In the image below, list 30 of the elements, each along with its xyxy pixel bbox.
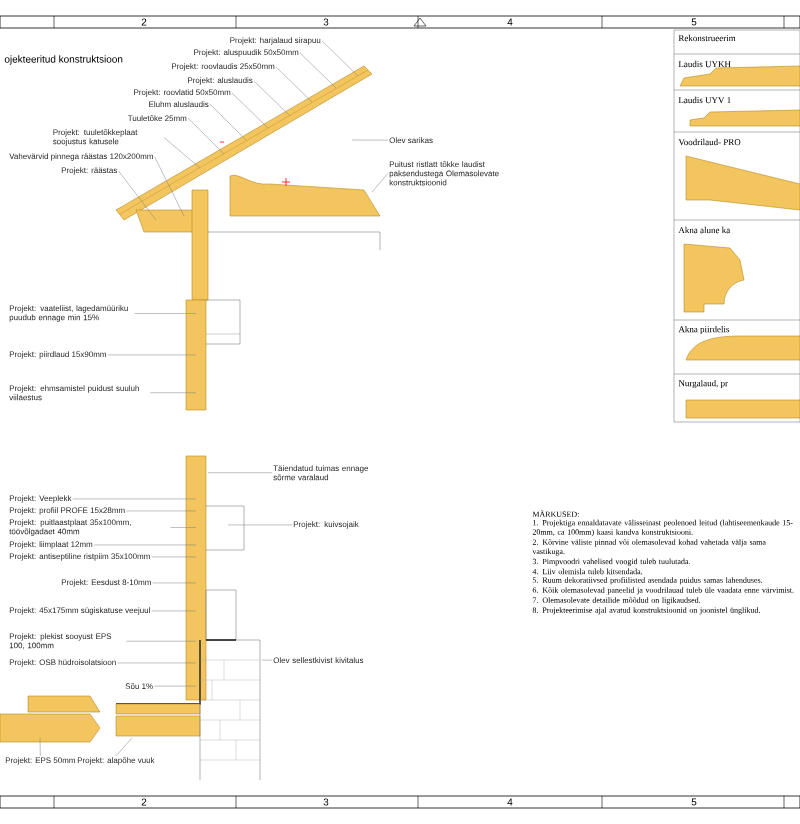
leader-line: [151, 610, 197, 612]
leader-line: [261, 659, 273, 661]
leader-line: [170, 527, 197, 528]
leader-line: [39, 737, 41, 757]
leader-line: [351, 139, 389, 141]
leader-line: [154, 156, 185, 217]
leader-line: [107, 354, 197, 356]
leader-line: [371, 173, 389, 193]
leader-line: [93, 544, 197, 546]
leader-line: [299, 52, 337, 89]
leader-line: [115, 737, 133, 757]
leader-line: [150, 392, 197, 393]
leader-line: [126, 640, 197, 642]
leader-line: [227, 524, 293, 526]
leader-line: [163, 137, 201, 169]
leader-line: [231, 92, 269, 129]
leader-line: [154, 685, 197, 687]
leader-line: [209, 103, 247, 141]
leader-line: [152, 582, 197, 584]
leader-line: [118, 170, 157, 221]
leader-line: [134, 313, 197, 314]
leader-line: [151, 556, 197, 558]
leader-line: [321, 40, 359, 77]
leader-line: [117, 662, 197, 664]
leader-line: [253, 80, 291, 117]
leader-line: [72, 498, 197, 500]
leader-line: [207, 472, 273, 473]
leader-line: [187, 117, 225, 155]
leader-line: [275, 66, 313, 103]
leader-line: [126, 510, 197, 512]
